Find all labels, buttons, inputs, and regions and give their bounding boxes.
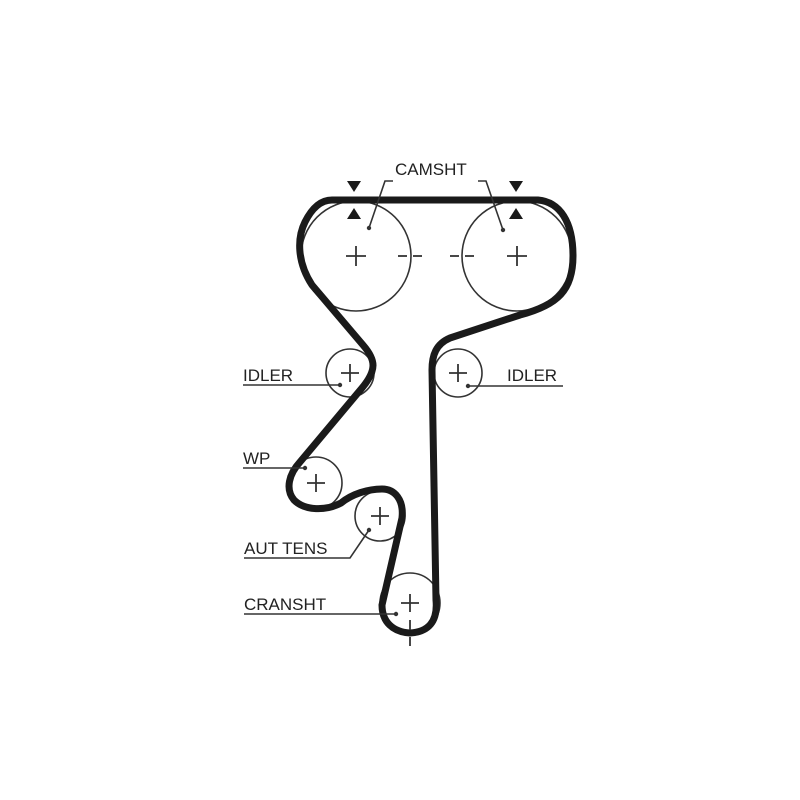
idler-right-label: IDLER	[507, 366, 557, 385]
crankshaft-label: CRANSHT	[244, 595, 326, 614]
auto-tensioner-label: AUT TENS	[244, 539, 327, 558]
center-marks	[307, 246, 527, 612]
camshaft-label: CAMSHT	[395, 160, 467, 179]
camshaft-leader-left	[368, 180, 393, 229]
camshaft-leader-right	[478, 180, 504, 231]
timing-belt	[285, 196, 577, 637]
water-pump-label: WP	[243, 449, 270, 468]
timing-mark-left-icon	[347, 181, 361, 219]
timing-mark-right-icon	[509, 181, 523, 219]
idler-left-label: IDLER	[243, 366, 293, 385]
